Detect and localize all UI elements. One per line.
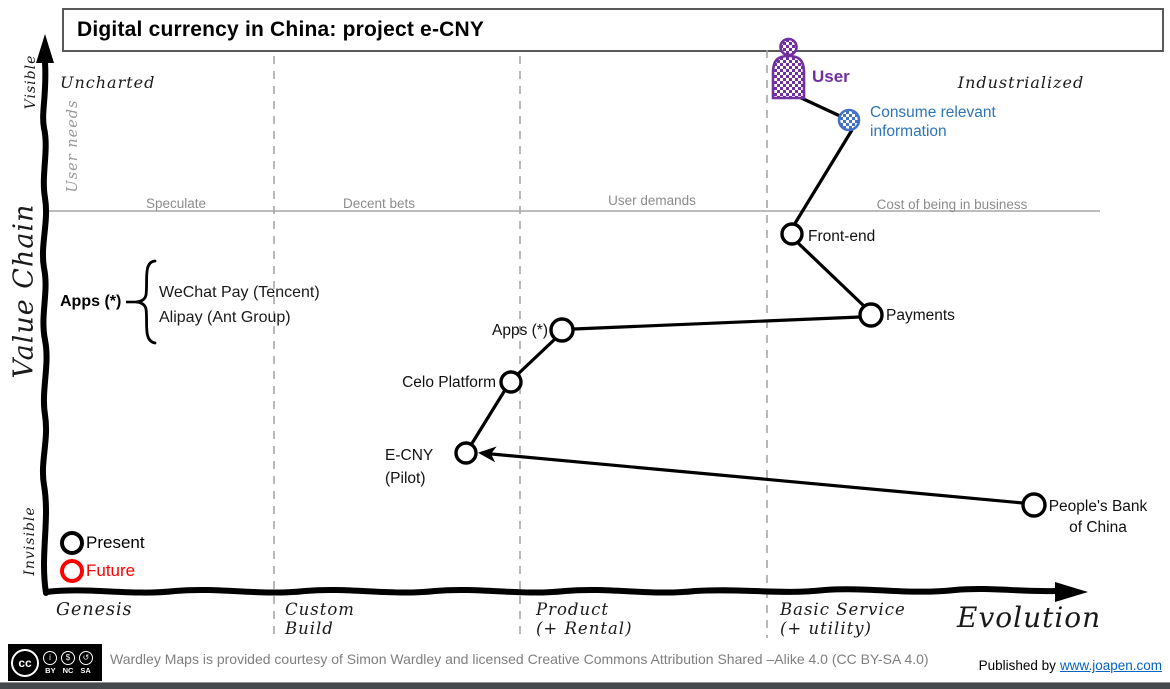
node-label-consume-line1: Consume relevant (870, 104, 996, 121)
license-text: Wardley Maps is provided courtesy of Sim… (110, 651, 929, 667)
page-title: Digital currency in China: project e-CNY (77, 18, 485, 41)
cc-by-icon: i (43, 650, 57, 665)
cc-sa-icon: ↺ (79, 650, 93, 665)
published-by-label: Published by (978, 658, 1056, 673)
user-icon (771, 37, 806, 100)
edge-pboc-ecny-arrow (478, 446, 1024, 505)
joapen-link[interactable]: www.joapen.com (1059, 658, 1162, 673)
edge-user-consume (796, 94, 841, 118)
band-label-cost-of-business: Cost of being in business (876, 197, 1028, 212)
stage-product-label-line2: (+ Rental) (536, 619, 633, 638)
cc-logo-icon: cc (11, 648, 39, 677)
legend-future-icon (60, 559, 84, 583)
cc-nc-icon: $ (61, 650, 75, 665)
node-label-payments: Payments (886, 307, 955, 324)
x-axis-title: Evolution (957, 601, 1102, 634)
cc-license-badge: cc i $ ↺ BY NC SA (8, 644, 102, 681)
stage-basic-service-label-line1: Basic Service (780, 600, 906, 619)
edge-frontend-payments (795, 240, 867, 309)
node-label-ecny-line1: E-CNY (385, 447, 434, 464)
annotation-item-alipay: Alipay (Ant Group) (159, 309, 291, 326)
annotation-item-wechat: WeChat Pay (Tencent) (159, 284, 320, 301)
uncharted-label: Uncharted (60, 73, 156, 92)
cc-nc-label: NC (62, 665, 74, 675)
node-consume-information-icon (837, 108, 861, 132)
legend-present-icon (60, 531, 84, 555)
y-axis-invisible-label: Invisible (22, 506, 38, 576)
edge-payments-apps (573, 315, 861, 331)
stage-basic-service-label-line2: (+ utility) (780, 619, 872, 638)
legend-present-label: Present (86, 533, 145, 552)
node-peoples-bank (1021, 492, 1047, 518)
node-celo-platform (499, 370, 523, 394)
x-axis-line (43, 586, 1059, 596)
cc-by-label: BY (45, 665, 56, 675)
stage-custom-label-line2: Build (285, 619, 334, 638)
node-label-pboc-line2: of China (1069, 519, 1127, 536)
y-axis-arrow-icon (36, 34, 54, 63)
node-ecny-pilot (454, 441, 478, 465)
node-label-celo-platform: Celo Platform (402, 374, 496, 391)
stage-genesis-label: Genesis (56, 600, 133, 620)
node-apps (549, 317, 575, 343)
industrialized-label: Industrialized (957, 73, 1085, 92)
node-label-ecny-line2: (Pilot) (385, 470, 426, 487)
node-label-front-end: Front-end (808, 228, 876, 245)
band-label-user-demands: User demands (608, 193, 696, 208)
y-axis-line (39, 59, 50, 596)
edge-celo-ecny (469, 389, 507, 446)
legend-future-label: Future (86, 561, 136, 580)
node-payments (858, 302, 884, 328)
edge-consume-frontend (792, 129, 854, 226)
node-label-apps: Apps (*) (492, 322, 548, 339)
x-axis-arrow-icon (1055, 582, 1088, 602)
bottom-bar (0, 682, 1170, 689)
y-axis-visible-label: Visible (23, 54, 39, 110)
annotation-brace-icon (135, 259, 157, 345)
cc-sa-label: SA (80, 665, 91, 675)
user-needs-label: User needs (65, 99, 81, 193)
node-label-consume-line2: information (870, 123, 947, 140)
annotation-apps-label: Apps (*) (60, 293, 122, 310)
node-label-user: User (812, 67, 850, 86)
y-axis-title: Value Chain (8, 203, 40, 379)
stage-custom-label-line1: Custom (285, 600, 355, 619)
node-front-end (780, 222, 804, 246)
stage-product-label-line1: Product (536, 600, 609, 619)
band-label-speculate: Speculate (145, 196, 207, 211)
node-label-pboc-line1: People's Bank (1048, 498, 1148, 515)
title-box: Digital currency in China: project e-CNY (62, 8, 1164, 52)
band-label-decent-bets: Decent bets (342, 196, 416, 211)
edge-apps-celo (516, 337, 557, 376)
